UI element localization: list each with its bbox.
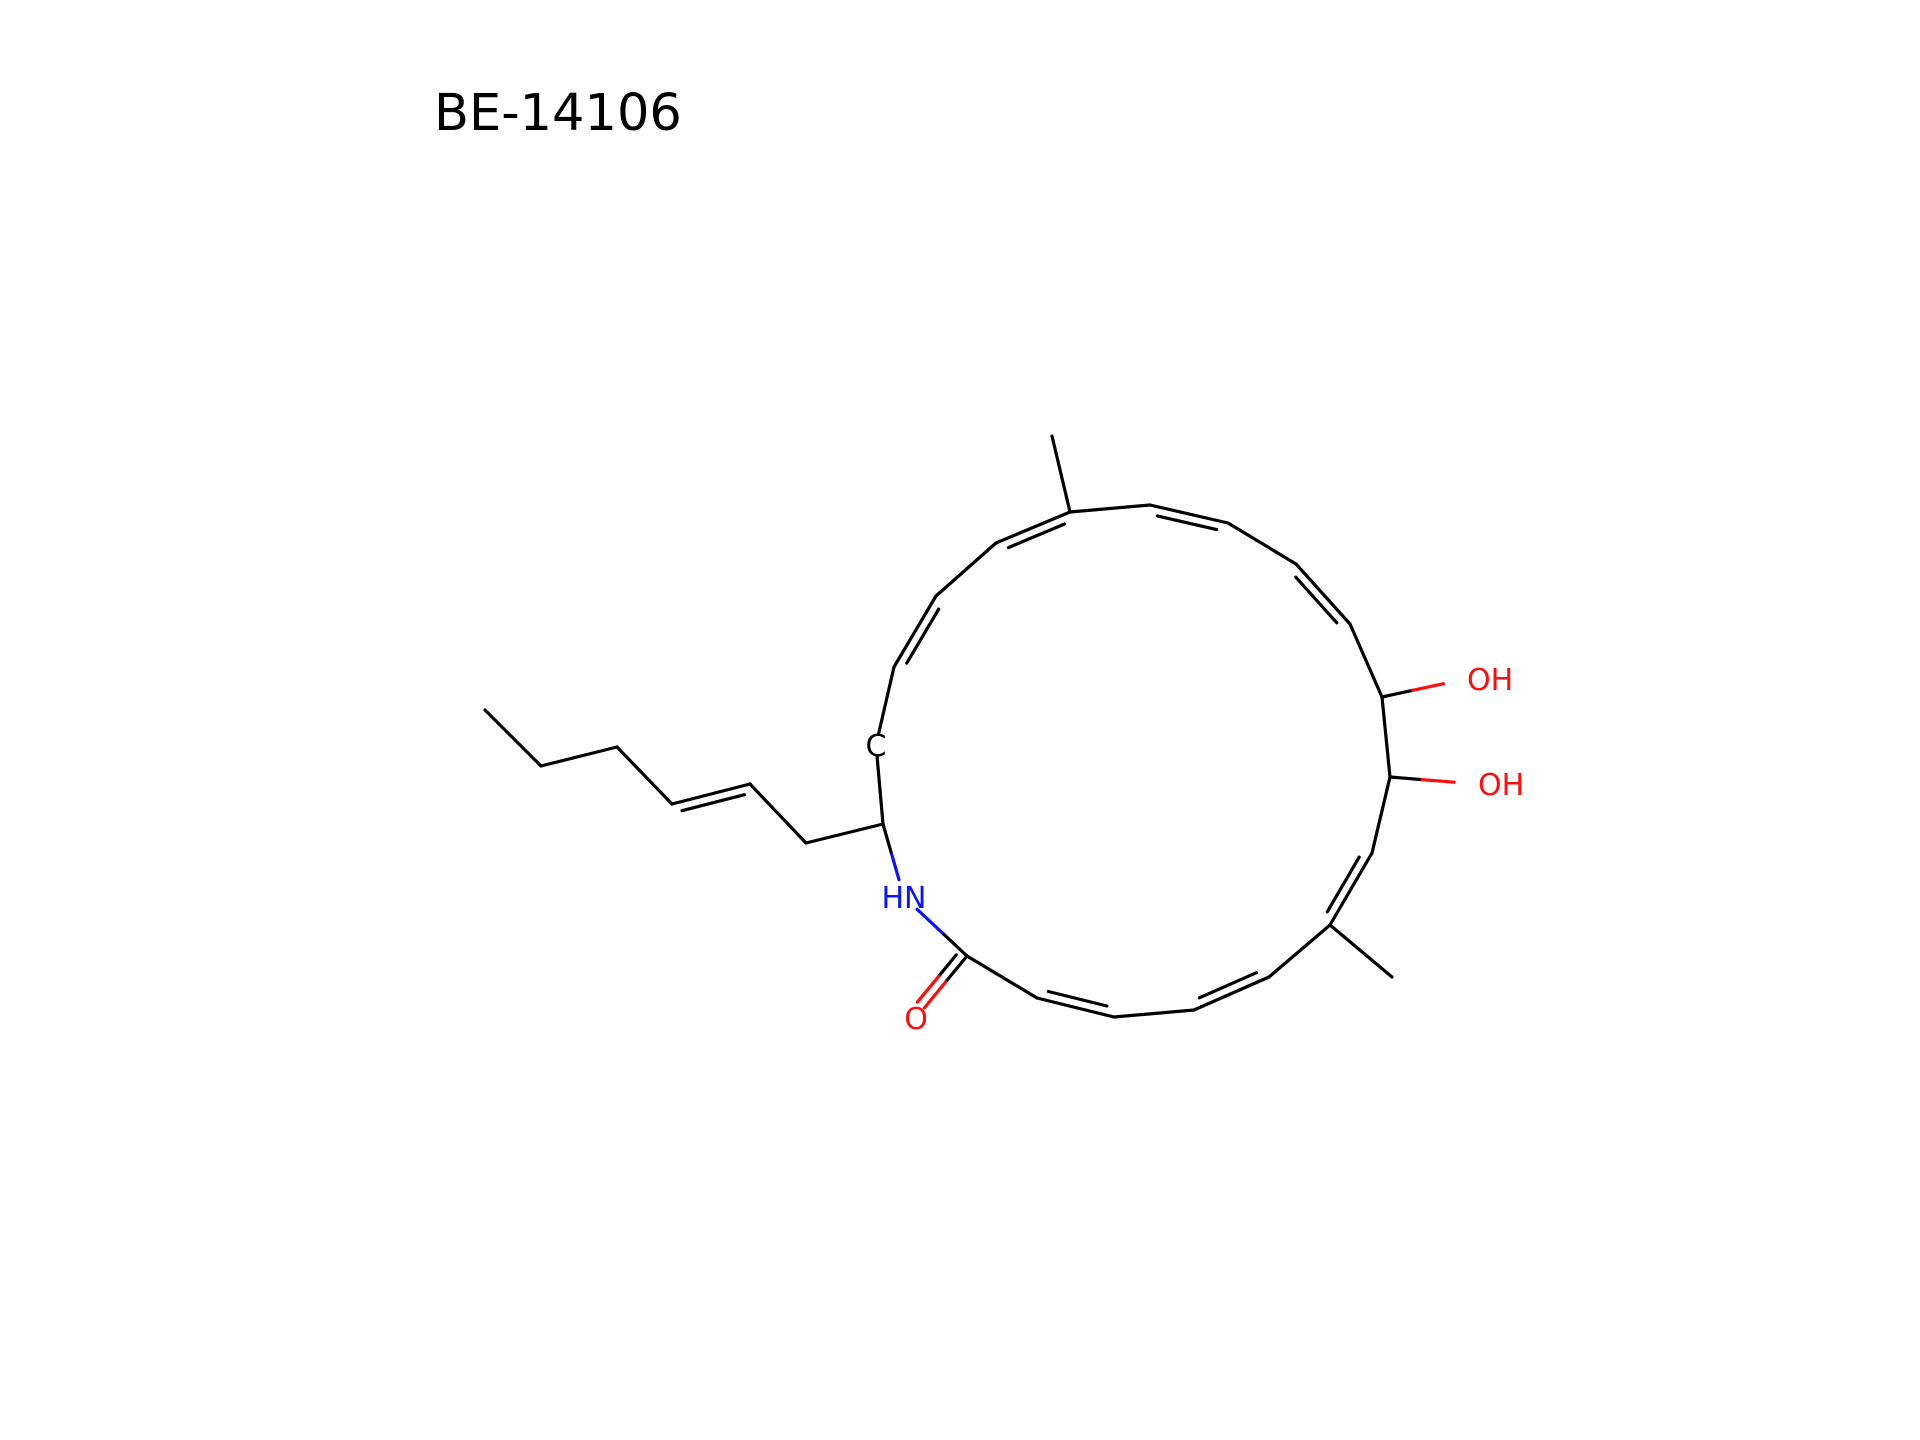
bond-c-f-c-me2-second [1325, 855, 1361, 914]
atom-label-o-oh1: OH [1467, 663, 1513, 698]
bond-c-i-c-j-second [1046, 989, 1109, 1008]
bond-c-me2-ch3-bottom [1328, 923, 1394, 979]
atom-label-n: HN [882, 881, 927, 916]
bond-ch3-top-c-top [1050, 434, 1072, 514]
bond-c-carbonyl-o-carbonyl-half-a [943, 954, 969, 984]
bond-c-label-c-k [877, 665, 896, 735]
bond-c-oh1-o-oh1-half-b [1411, 682, 1446, 692]
atom-label-o-oh2: OH [1478, 768, 1524, 803]
bond-c-carbonyl-n-half-a [940, 931, 969, 958]
bond-c-carbonyl-n-half-b [915, 907, 944, 935]
bond-c-h-c-i [1112, 1008, 1196, 1019]
bond-c-d-c-e [1348, 622, 1384, 699]
atom-label-c-label: C [866, 729, 887, 764]
bond-c-i-c-j [1035, 996, 1116, 1019]
bond-c-carbonyl-o-carbonyl-second-a [937, 953, 958, 978]
bond-c-g-c-h-second [1197, 971, 1259, 1000]
bond-s1-s2 [748, 782, 808, 845]
bond-c-l-c-m [934, 541, 998, 598]
bond-c-j-c-carbonyl [965, 954, 1039, 1000]
bond-c-oh2-c-f [1370, 775, 1392, 855]
bond-s3-s4 [615, 745, 674, 806]
bond-c-a-c-b [1148, 503, 1230, 525]
bonds-layer [483, 434, 1456, 1019]
bond-c-alpha-s1 [804, 822, 885, 845]
bond-c-top-c-a [1068, 503, 1152, 514]
bond-c-carbonyl-o-carbonyl-second-b [915, 974, 941, 1004]
bond-s2-s3-second [680, 793, 747, 813]
atom-label-o-carbonyl: O [904, 1002, 928, 1037]
bond-c-g-c-h [1192, 975, 1271, 1012]
bond-c-a-c-b-second [1155, 514, 1219, 532]
bond-c-m-c-top [994, 510, 1072, 545]
bond-c-oh2-o-oh2-half-a [1388, 775, 1424, 782]
bond-c-oh1-c-oh2 [1380, 695, 1392, 779]
bond-c-oh1-o-oh1-half-a [1380, 688, 1415, 699]
bond-c-oh2-o-oh2-half-b [1420, 777, 1456, 784]
bond-s5-s6 [483, 708, 543, 768]
bond-c-c-c-d [1294, 562, 1352, 626]
molecule-title: BE-14106 [434, 84, 682, 143]
bond-n-c-alpha-half-b [881, 822, 893, 854]
bond-c-m-c-top-second [1006, 522, 1067, 550]
bond-n-c-alpha-half-a [889, 850, 901, 882]
bond-c-carbonyl-o-carbonyl-half-b [922, 980, 948, 1010]
bond-c-f-c-me2 [1328, 851, 1374, 927]
bond-c-k-c-l [892, 594, 938, 669]
atom-labels-layer: OH OH O HN C [866, 663, 1525, 1037]
bond-c-alpha-c-label [875, 755, 885, 826]
bond-c-c-c-d-second [1294, 575, 1339, 625]
bond-c-b-c-c [1226, 521, 1298, 566]
bond-c-me2-c-g [1267, 923, 1332, 979]
bond-s2-s3 [670, 782, 752, 806]
bond-s4-s5 [539, 745, 619, 768]
bond-c-k-c-l-second [905, 607, 941, 665]
